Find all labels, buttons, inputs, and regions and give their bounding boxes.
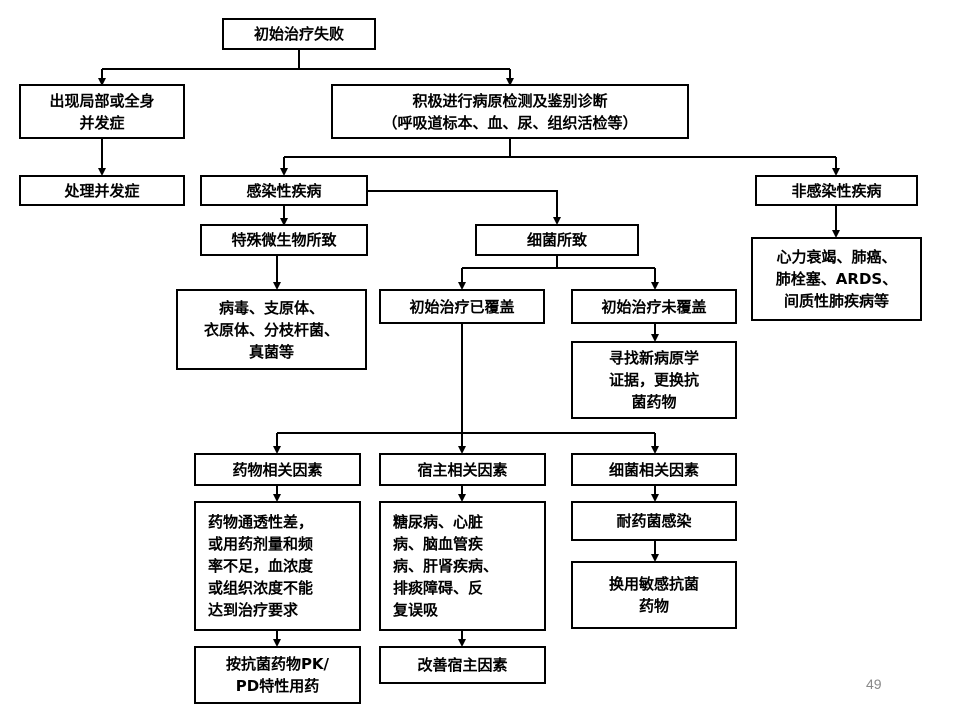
arrow-to-bacterial [368, 190, 561, 225]
complication-node: 出现局部或全身 并发症 [19, 84, 185, 139]
page-number: 49 [866, 676, 882, 692]
diagnosis-node: 积极进行病原检测及鉴别诊断 （呼吸道标本、血、尿、组织活检等） [331, 84, 689, 139]
drug-action-node: 按抗菌药物PK/ PD特性用药 [194, 646, 361, 704]
bacteria-action-node: 换用敏感抗菌 药物 [571, 561, 737, 629]
host-factors-node: 宿主相关因素 [379, 453, 546, 486]
drug-factors-node: 药物相关因素 [194, 453, 361, 486]
handle-complication-node: 处理并发症 [19, 175, 185, 206]
not-covered-action-node: 寻找新病原学 证据，更换抗 菌药物 [571, 341, 737, 419]
drug-detail-node: 药物通透性差， 或用药剂量和频 率不足，血浓度 或组织浓度不能 达到治疗要求 [194, 501, 361, 631]
host-action-node: 改善宿主因素 [379, 646, 546, 684]
microbe-examples-node: 病毒、支原体、 衣原体、分枝杆菌、 真菌等 [176, 289, 367, 370]
bacteria-factors-node: 细菌相关因素 [571, 453, 737, 486]
not-covered-node: 初始治疗未覆盖 [571, 289, 737, 324]
bacteria-detail-node: 耐药菌感染 [571, 501, 737, 541]
covered-node: 初始治疗已覆盖 [379, 289, 545, 324]
infectious-node: 感染性疾病 [200, 175, 368, 206]
special-microbe-node: 特殊微生物所致 [200, 224, 368, 256]
bacterial-node: 细菌所致 [475, 224, 639, 256]
host-detail-node: 糖尿病、心脏 病、脑血管疾 病、肝肾疾病、 排痰障碍、反 复误吸 [379, 501, 546, 631]
start-node: 初始治疗失败 [222, 18, 376, 50]
non-infectious-examples-node: 心力衰竭、肺癌、 肺栓塞、ARDS、 间质性肺疾病等 [751, 237, 922, 321]
non-infectious-node: 非感染性疾病 [755, 175, 918, 206]
